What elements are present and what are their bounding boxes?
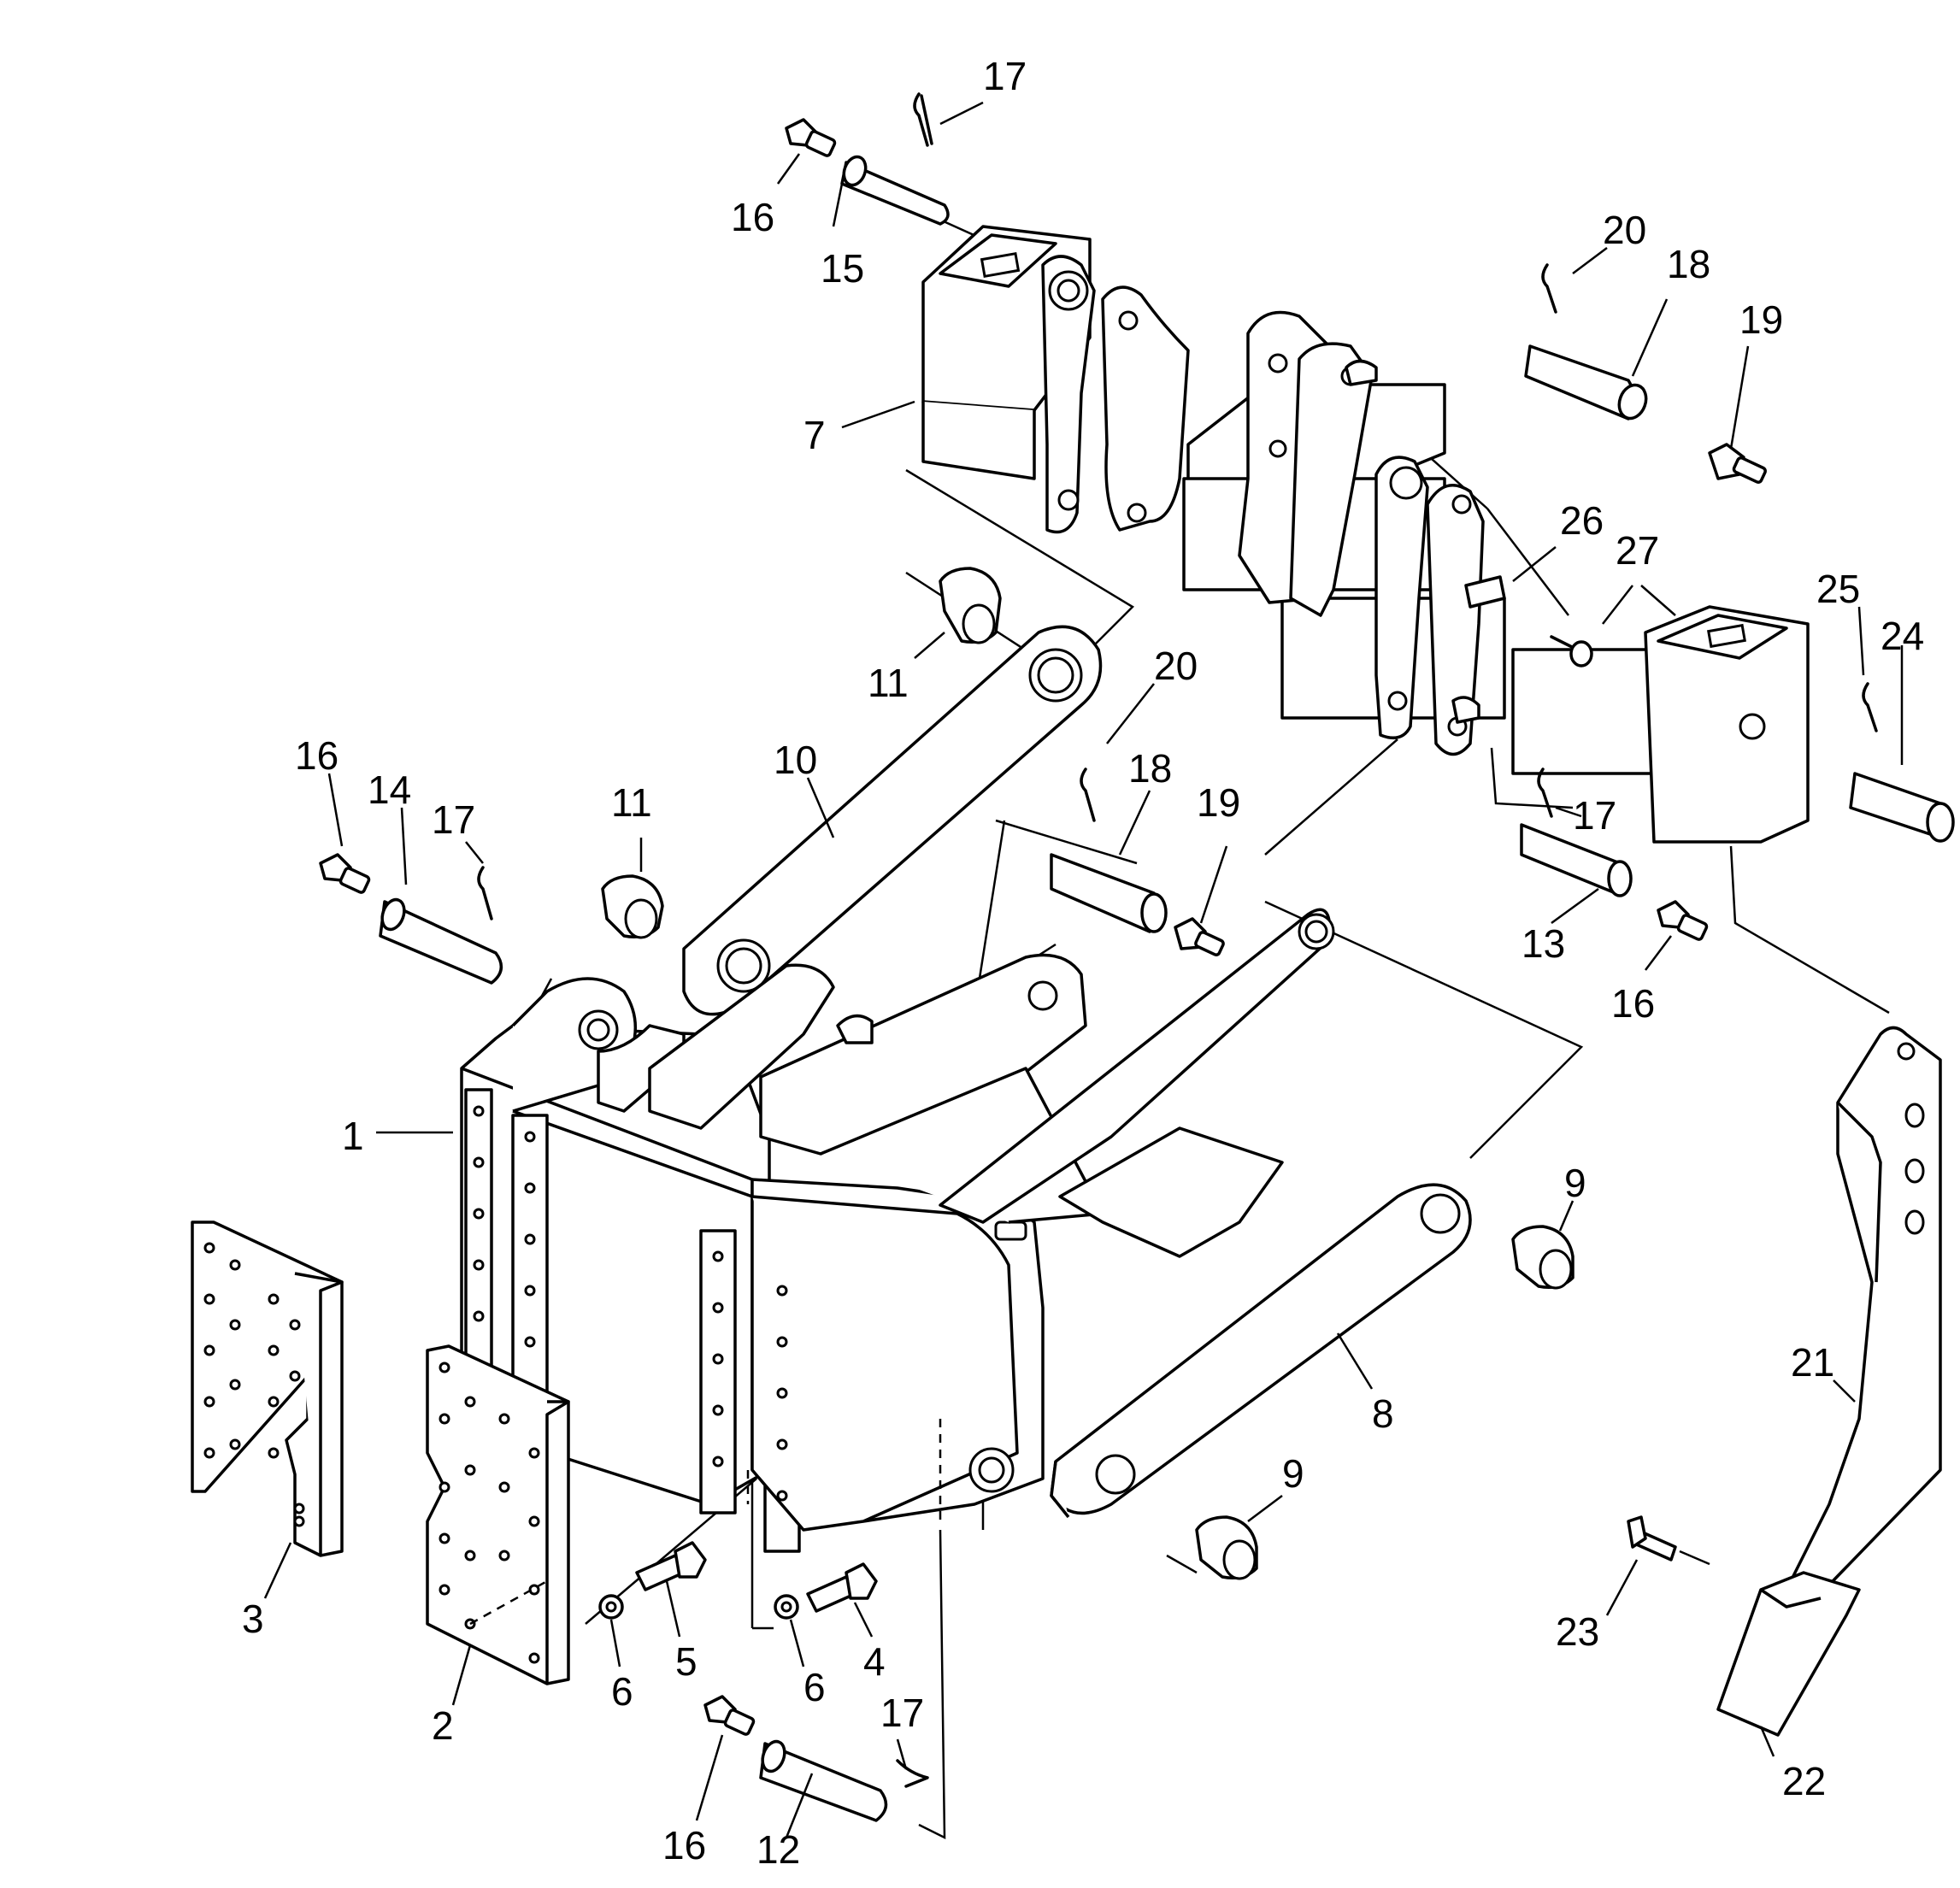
callout-14: 14	[368, 768, 411, 812]
part-7-upper-frame	[921, 225, 1810, 844]
part-2-side-plate	[426, 1344, 570, 1685]
part-19-nut-upper	[1708, 443, 1767, 484]
part-18-pin-upper	[1524, 344, 1648, 421]
callout-15: 15	[821, 246, 864, 291]
part-17-cotter-pin-right	[1537, 768, 1553, 818]
part-3-side-plate	[191, 1220, 344, 1557]
callout-24: 24	[1881, 614, 1924, 658]
part-4-bolt	[806, 1562, 878, 1613]
callout-6: 6	[611, 1669, 633, 1714]
callout-16: 16	[662, 1823, 706, 1867]
callout-18: 18	[1667, 242, 1710, 286]
part-12-pin	[759, 1739, 888, 1822]
callout-7: 7	[803, 413, 826, 457]
callout-6: 6	[803, 1665, 826, 1709]
part-16-grease-fitting-right	[1657, 900, 1709, 941]
part-16-grease-fitting-upper	[785, 118, 837, 157]
part-20-cotter-pin-middle	[1080, 768, 1096, 822]
part-3-holes	[203, 1242, 305, 1527]
part-16-grease-fitting-lower	[703, 1695, 756, 1736]
part-17-cotter-pin-upper	[913, 92, 933, 147]
part-25-cotter-pin	[1862, 682, 1878, 732]
part-8-lower-link	[1050, 1183, 1472, 1519]
callout-20: 20	[1154, 644, 1198, 688]
callout-22: 22	[1782, 1759, 1826, 1803]
callout-16: 16	[731, 195, 774, 239]
callout-25: 25	[1816, 567, 1860, 611]
callout-10: 10	[774, 738, 817, 782]
callout-19: 19	[1739, 297, 1783, 342]
part-1-main-frame	[460, 908, 1335, 1553]
callout-17: 17	[432, 797, 475, 842]
part-6-washer-left	[598, 1594, 624, 1620]
callout-23: 23	[1556, 1609, 1599, 1654]
part-24-pin	[1849, 772, 1955, 843]
callout-3: 3	[242, 1597, 264, 1641]
part-15-pin	[840, 155, 950, 226]
callout-17: 17	[880, 1691, 924, 1735]
callout-9: 9	[1282, 1451, 1304, 1496]
part-18-pin-middle	[1050, 853, 1168, 933]
callout-4: 4	[863, 1639, 886, 1684]
part-2-holes	[438, 1362, 540, 1664]
callout-5: 5	[675, 1639, 697, 1684]
part-9-bushing-upper	[1511, 1225, 1574, 1290]
callout-20: 20	[1603, 208, 1646, 252]
part-22-tip	[1716, 1571, 1861, 1737]
part-20-cotter-pin-upper	[1541, 263, 1557, 314]
part-26-plate	[1464, 575, 1506, 609]
part-16-grease-fitting-left	[319, 853, 371, 894]
callout-27: 27	[1616, 528, 1659, 573]
part-17-cotter-pin-left	[477, 866, 493, 920]
part-14-pin	[379, 897, 503, 985]
callout-leaders	[263, 101, 1904, 1838]
callout-17: 17	[1573, 793, 1616, 838]
callout-26: 26	[1560, 498, 1604, 543]
part-19-nut-middle	[1174, 917, 1225, 956]
callout-13: 13	[1522, 921, 1565, 966]
callout-12: 12	[756, 1827, 800, 1872]
part-9-bushing-lower	[1195, 1515, 1258, 1580]
part-11-bushing-upper	[939, 567, 1002, 644]
callout-16: 16	[295, 733, 338, 778]
callout-11: 11	[868, 661, 909, 705]
callout-18: 18	[1128, 746, 1172, 791]
callout-16: 16	[1611, 981, 1655, 1026]
part-10-upper-link	[682, 625, 1103, 1016]
part-21-shank	[1780, 1026, 1942, 1609]
callout-labels: 17 16 15 20 18 19 7 26 27 25 24 11 20 10…	[242, 54, 1924, 1872]
callout-19: 19	[1197, 780, 1240, 825]
frame-bolt-holes	[473, 1105, 788, 1502]
callout-17: 17	[983, 54, 1027, 98]
part-23-pin	[1627, 1515, 1677, 1562]
callout-2: 2	[432, 1703, 454, 1748]
callout-8: 8	[1372, 1391, 1394, 1436]
callout-21: 21	[1791, 1340, 1834, 1385]
part-27-screw	[1550, 635, 1593, 668]
callout-11: 11	[611, 780, 652, 825]
part-5-bolt	[635, 1541, 707, 1591]
part-11-bushing-lower	[601, 874, 664, 939]
callout-1: 1	[342, 1114, 364, 1158]
callout-9: 9	[1564, 1161, 1586, 1205]
part-17-cotter-pin-lower	[896, 1759, 929, 1788]
part-13-pin	[1520, 823, 1633, 897]
part-6-washer-right	[774, 1594, 799, 1620]
